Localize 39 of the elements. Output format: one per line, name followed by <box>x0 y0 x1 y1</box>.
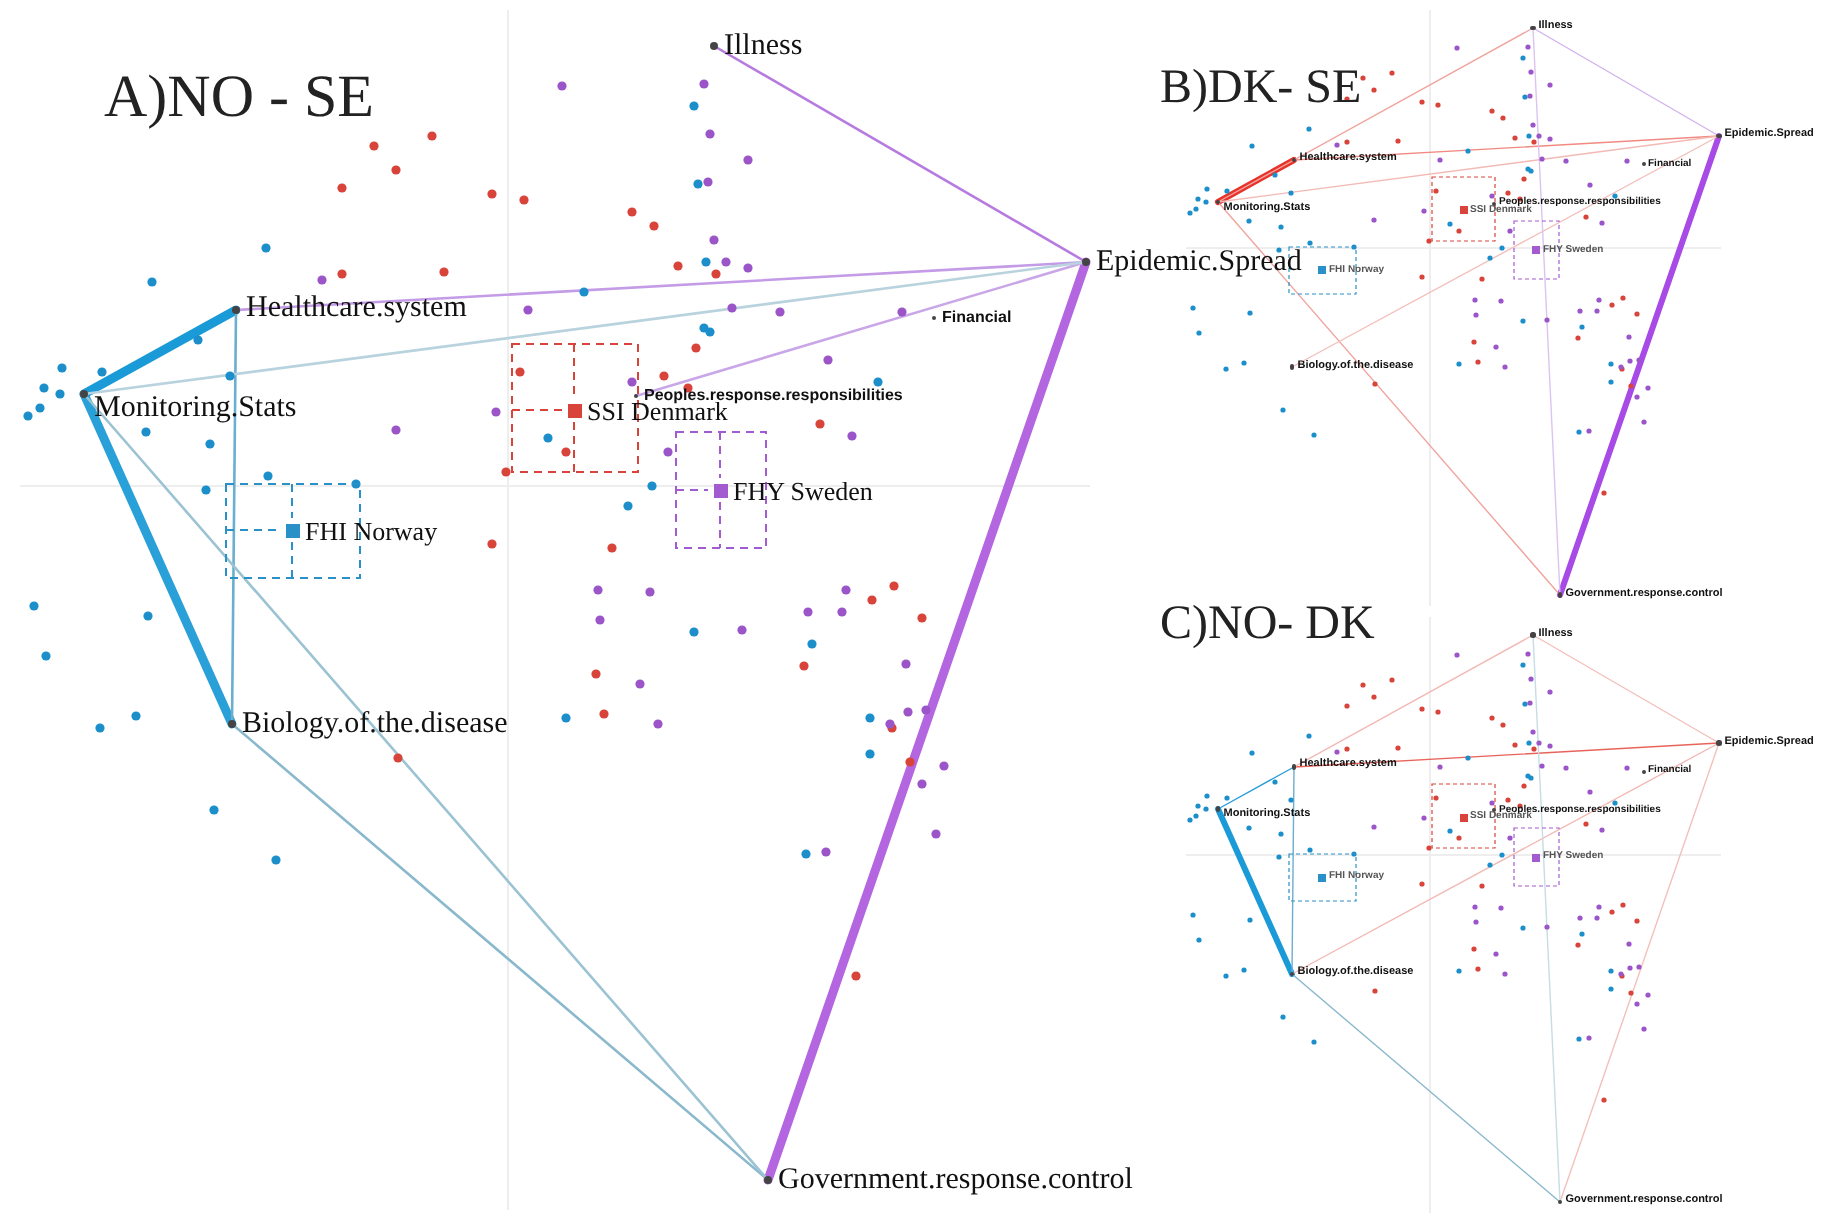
connector-line <box>1532 27 1561 596</box>
connector-line <box>1293 634 1534 768</box>
connector-line <box>1217 201 1561 596</box>
connector-line <box>1217 766 1295 810</box>
connector-line <box>1532 634 1720 744</box>
panel-title: A)NO - SE <box>104 68 374 128</box>
connector-line <box>712 44 1088 264</box>
connector-line <box>1215 806 1295 977</box>
connector-line <box>79 305 241 399</box>
connector-line <box>1215 157 1297 205</box>
topic-node: Government.response.control <box>764 1165 1133 1195</box>
connector-line <box>230 722 770 1182</box>
connector-line <box>1293 135 1720 161</box>
topic-node: Illness <box>710 31 803 61</box>
topic-node: Financial <box>932 310 1012 326</box>
connector-line <box>634 260 1088 398</box>
connector-line <box>1217 27 1534 203</box>
agency-marker-label: FHI Norway <box>285 517 438 543</box>
connector-line <box>1291 135 1720 368</box>
connector-line <box>1557 133 1722 598</box>
connector-line <box>1217 135 1720 203</box>
panel-title: C)NO- DK <box>1160 600 1375 648</box>
connector-line <box>1291 742 1720 975</box>
connector-line <box>1559 742 1720 1203</box>
connector-line <box>79 389 237 729</box>
topic-node: Healthcare.system <box>232 293 467 323</box>
connector-line <box>1293 742 1720 768</box>
agency-marker-label: FHY Sweden <box>713 477 873 503</box>
connector-line <box>230 308 238 726</box>
connector-line <box>82 392 770 1182</box>
connector-line <box>1291 766 1295 975</box>
topic-node: Biology.of.the.disease <box>228 709 508 739</box>
connector-line <box>1532 634 1561 1203</box>
connector-line <box>1532 27 1720 137</box>
connector-line <box>82 260 1088 396</box>
topic-node: Peoples.response.responsibilities <box>634 388 903 404</box>
topic-node: Epidemic.Spread <box>1082 247 1302 277</box>
panel-title: B)DK- SE <box>1160 64 1362 112</box>
connector-line <box>1291 973 1561 1203</box>
